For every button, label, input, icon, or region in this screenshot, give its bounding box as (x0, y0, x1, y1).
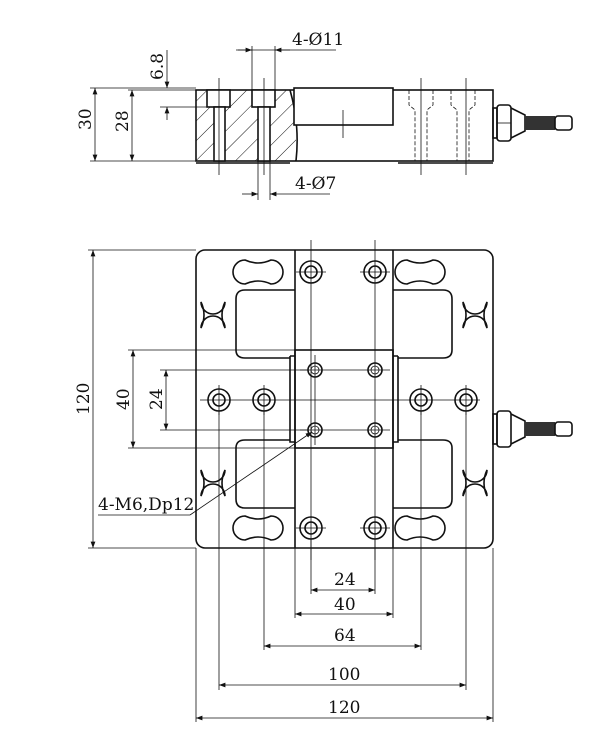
gauge-window (293, 87, 394, 126)
dim-width-100: 100 (328, 665, 360, 685)
label-through-hole: 4-Ø7 (295, 174, 336, 194)
dim-width-24: 24 (334, 570, 356, 590)
cable-connector (492, 104, 573, 142)
slots (200, 259, 488, 541)
dim-body-height: 28 (113, 110, 133, 132)
dim-counterbore-depth: 6.8 (148, 53, 168, 80)
cable-connector-top (492, 410, 573, 448)
dim-width-64: 64 (334, 626, 356, 646)
dim-overall-height: 120 (74, 383, 94, 415)
dim-height-24: 24 (147, 388, 167, 410)
top-view: 120 40 24 4-M6,Dp12 24 40 64 100 120 (74, 240, 573, 722)
holes (200, 240, 480, 560)
label-thread: 4-M6,Dp12 (98, 495, 194, 515)
base-plate (195, 249, 494, 549)
dim-width-40: 40 (334, 595, 356, 615)
dim-width-120: 120 (328, 698, 360, 718)
side-view: 30 28 6.8 4-Ø11 4-Ø7 (76, 30, 573, 200)
dim-height-40: 40 (114, 388, 134, 410)
label-counterbore: 4-Ø11 (292, 30, 344, 50)
dim-total-height: 30 (76, 108, 96, 130)
